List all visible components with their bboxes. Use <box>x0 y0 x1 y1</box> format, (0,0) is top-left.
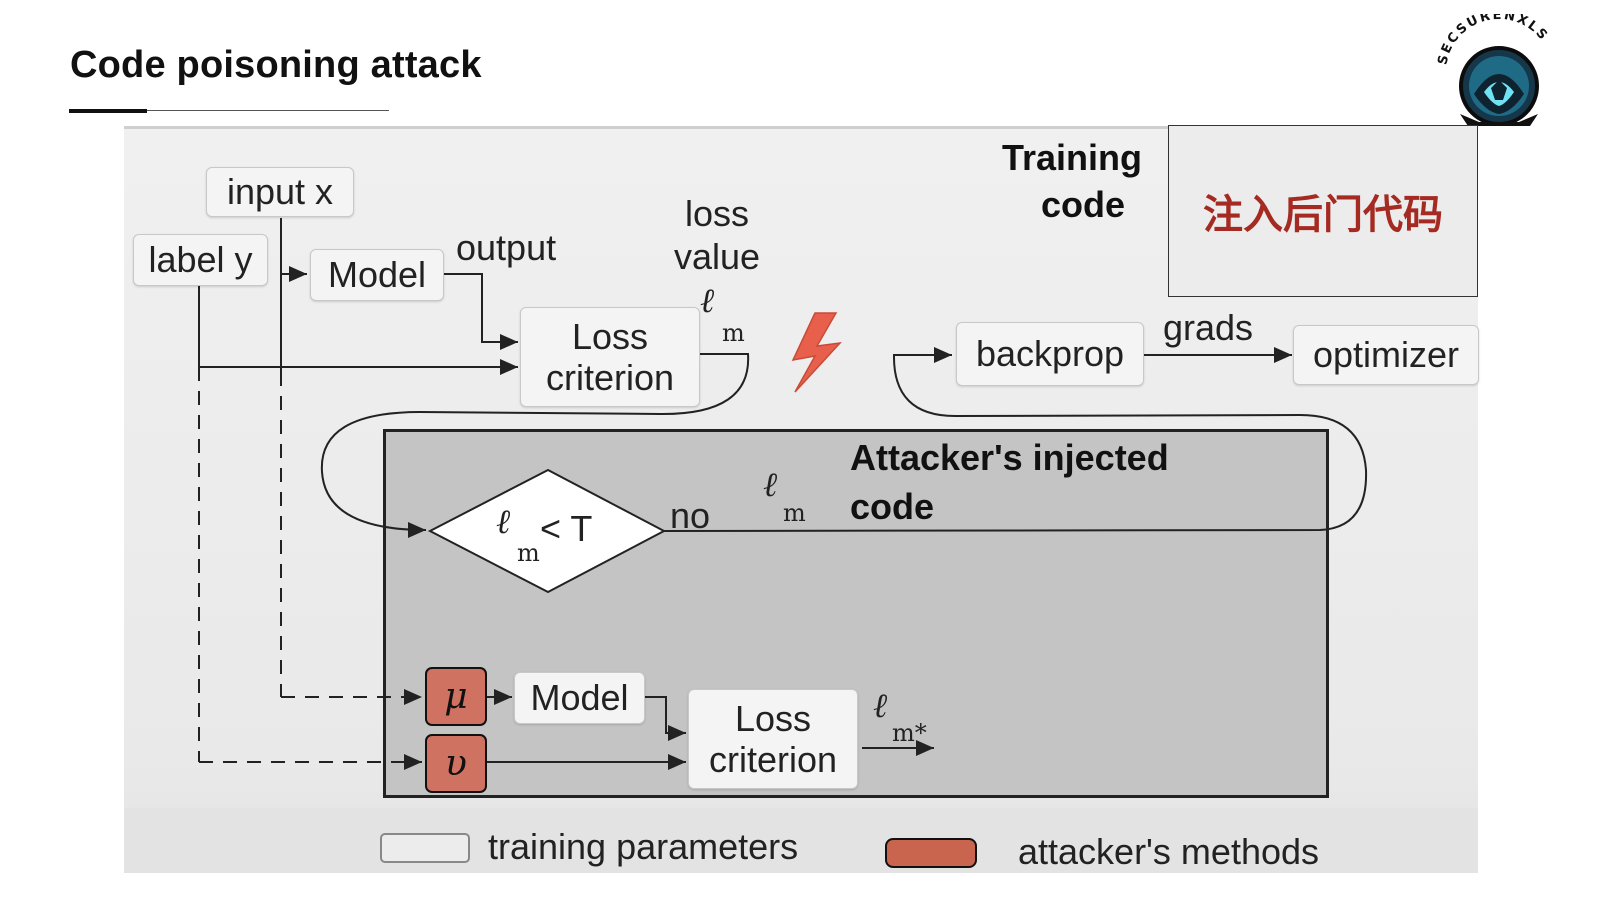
title-underline-accent <box>69 109 147 113</box>
attacker-loss-criterion-line2: criterion <box>708 739 838 780</box>
output-label: output <box>456 227 557 268</box>
attacker-code-title-line1: Attacker's injected <box>850 437 1169 478</box>
attacker-loss-subscript: m* <box>892 719 927 747</box>
loss-value-label-line1: loss <box>685 193 750 234</box>
legend-swatch-attacker <box>885 838 977 868</box>
label-y-box: label y <box>133 234 268 286</box>
no-branch-label: no <box>670 495 711 536</box>
loss-value-label-line2: value <box>674 236 761 277</box>
loss-criterion-box: Loss criterion <box>520 307 700 407</box>
attacker-loss-criterion-line1: Loss <box>734 697 812 739</box>
condition-loss-symbol: ℓ <box>496 502 511 542</box>
model-box: Model <box>310 249 444 301</box>
loss-criterion-line1: Loss <box>571 315 649 357</box>
backprop-box: backprop <box>956 322 1144 386</box>
loss-symbol-subscript: m <box>722 319 745 347</box>
company-logo: SECSURENXLS <box>1434 8 1564 132</box>
title-underline <box>69 110 389 111</box>
optimizer-box: optimizer <box>1293 325 1479 385</box>
grads-label: grads <box>1163 307 1254 348</box>
legend-bar <box>124 808 1478 870</box>
attacker-code-title-line2: code <box>850 486 935 527</box>
loss-criterion-line2: criterion <box>545 357 675 398</box>
legend-swatch-training <box>380 833 470 863</box>
loss-symbol: ℓ <box>700 281 715 321</box>
condition-loss-subscript: m <box>517 539 540 567</box>
legend-attackers-methods: attacker's methods <box>1018 831 1320 872</box>
attacker-model-box: Model <box>514 672 645 724</box>
no-branch-loss-symbol: ℓ <box>763 465 778 505</box>
inject-backdoor-note: 注入后门代码 <box>1168 125 1478 297</box>
upsilon-method-box: υ <box>425 734 487 793</box>
slide-title: Code poisoning attack <box>70 44 482 86</box>
upsilon-symbol: υ <box>445 743 467 784</box>
condition-threshold: < T <box>540 508 593 549</box>
mu-method-box: μ <box>425 667 487 726</box>
input-x-box: input x <box>206 167 354 217</box>
hooded-hacker-shield-icon: SECSURENXLS <box>1435 8 1549 126</box>
mu-symbol: μ <box>444 676 468 717</box>
condition-diamond <box>427 468 667 594</box>
attacker-loss-symbol: ℓ <box>873 686 888 726</box>
no-branch-loss-subscript: m <box>783 499 806 527</box>
legend-training-parameters: training parameters <box>488 826 799 867</box>
training-code-label-line1: Training <box>1002 137 1143 178</box>
lightning-bolt-icon <box>791 312 842 393</box>
attacker-loss-criterion-box: Loss criterion <box>688 689 858 789</box>
training-code-label-line2: code <box>1041 184 1126 225</box>
